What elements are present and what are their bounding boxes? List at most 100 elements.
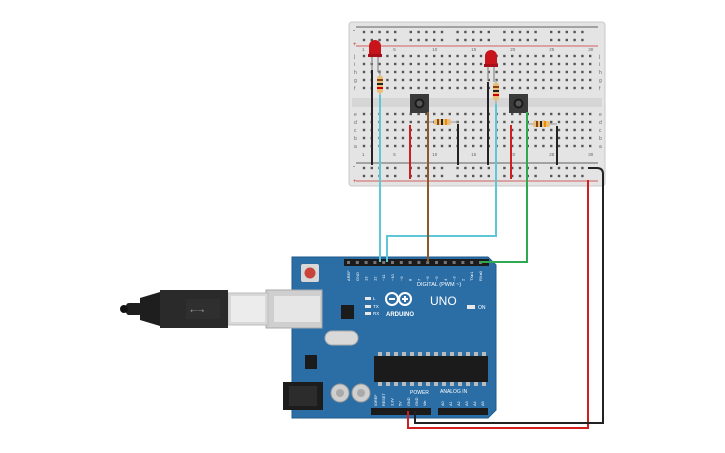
rail-hole[interactable] [378,30,381,34]
terminal-hole[interactable] [386,128,389,132]
terminal-hole[interactable] [417,128,420,132]
rail-hole[interactable] [386,30,389,34]
terminal-hole[interactable] [409,70,412,74]
usb-cable[interactable]: ⭠⭢ [120,290,269,328]
terminal-hole[interactable] [440,112,444,116]
terminal-hole[interactable] [448,112,451,116]
rail-hole[interactable] [518,174,522,178]
terminal-hole[interactable] [464,144,467,148]
terminal-hole[interactable] [417,54,420,58]
terminal-hole[interactable] [557,70,561,74]
rail-hole[interactable] [503,174,506,178]
rail-hole[interactable] [581,174,584,178]
terminal-hole[interactable] [581,120,584,124]
terminal-hole[interactable] [542,144,545,148]
terminal-hole[interactable] [448,78,451,82]
rail-hole[interactable] [557,30,561,34]
rail-hole[interactable] [464,38,467,42]
terminal-hole[interactable] [386,54,389,58]
terminal-hole[interactable] [511,144,514,148]
terminal-hole[interactable] [581,62,584,66]
terminal-hole[interactable] [394,62,397,66]
terminal-hole[interactable] [440,70,444,74]
rail-hole[interactable] [503,30,506,34]
terminal-hole[interactable] [464,136,467,140]
terminal-hole[interactable] [479,70,483,74]
digital-pin-hole[interactable] [461,261,465,264]
terminal-hole[interactable] [425,120,428,124]
terminal-hole[interactable] [409,62,412,66]
terminal-hole[interactable] [565,120,568,124]
digital-pin-hole[interactable] [347,261,350,264]
terminal-hole[interactable] [448,144,451,148]
terminal-hole[interactable] [518,112,522,116]
led-1[interactable] [368,40,382,72]
terminal-hole[interactable] [565,136,568,140]
rail-hole[interactable] [479,174,483,178]
rail-hole[interactable] [362,174,366,178]
terminal-hole[interactable] [362,62,366,66]
rail-hole[interactable] [378,38,381,42]
terminal-hole[interactable] [440,54,444,58]
terminal-hole[interactable] [433,86,436,90]
terminal-hole[interactable] [550,136,553,140]
terminal-hole[interactable] [401,62,405,66]
terminal-hole[interactable] [362,120,366,124]
terminal-hole[interactable] [394,54,397,58]
terminal-hole[interactable] [448,54,451,58]
terminal-hole[interactable] [394,86,397,90]
terminal-hole[interactable] [518,78,522,82]
terminal-hole[interactable] [573,120,576,124]
wire-5v-rail[interactable] [407,180,589,429]
terminal-hole[interactable] [425,136,428,140]
rail-hole[interactable] [526,38,529,42]
rail-hole[interactable] [479,38,483,42]
terminal-hole[interactable] [542,78,545,82]
terminal-hole[interactable] [409,112,412,116]
terminal-hole[interactable] [542,54,545,58]
terminal-hole[interactable] [550,78,553,82]
terminal-hole[interactable] [518,136,522,140]
terminal-hole[interactable] [534,86,537,90]
terminal-hole[interactable] [487,78,490,82]
rail-hole[interactable] [394,174,397,178]
rail-hole[interactable] [417,30,420,34]
terminal-hole[interactable] [495,78,498,82]
terminal-hole[interactable] [433,62,436,66]
rail-hole[interactable] [440,174,444,178]
rail-hole[interactable] [386,38,389,42]
terminal-hole[interactable] [518,62,522,66]
rail-hole[interactable] [394,38,397,42]
terminal-hole[interactable] [581,112,584,116]
terminal-hole[interactable] [526,62,529,66]
terminal-hole[interactable] [401,70,405,74]
terminal-hole[interactable] [456,70,459,74]
rail-hole[interactable] [417,174,420,178]
digital-pin-hole[interactable] [364,261,368,264]
rail-hole[interactable] [557,166,561,170]
push-button-1[interactable] [410,94,429,113]
terminal-hole[interactable] [557,128,561,132]
rail-hole[interactable] [479,166,483,170]
terminal-hole[interactable] [557,120,561,124]
rail-hole[interactable] [581,166,584,170]
terminal-hole[interactable] [448,128,451,132]
rail-hole[interactable] [456,38,459,42]
terminal-hole[interactable] [479,136,483,140]
terminal-hole[interactable] [440,144,444,148]
digital-pin-hole[interactable] [391,261,394,264]
terminal-hole[interactable] [589,136,592,140]
terminal-hole[interactable] [526,78,529,82]
terminal-hole[interactable] [479,86,483,90]
terminal-hole[interactable] [472,54,475,58]
terminal-hole[interactable] [425,144,428,148]
terminal-hole[interactable] [550,70,553,74]
terminal-hole[interactable] [433,112,436,116]
rail-hole[interactable] [394,166,397,170]
terminal-hole[interactable] [472,136,475,140]
terminal-hole[interactable] [589,86,592,90]
terminal-hole[interactable] [573,70,576,74]
reset-button[interactable] [304,267,316,279]
rail-hole[interactable] [511,38,514,42]
